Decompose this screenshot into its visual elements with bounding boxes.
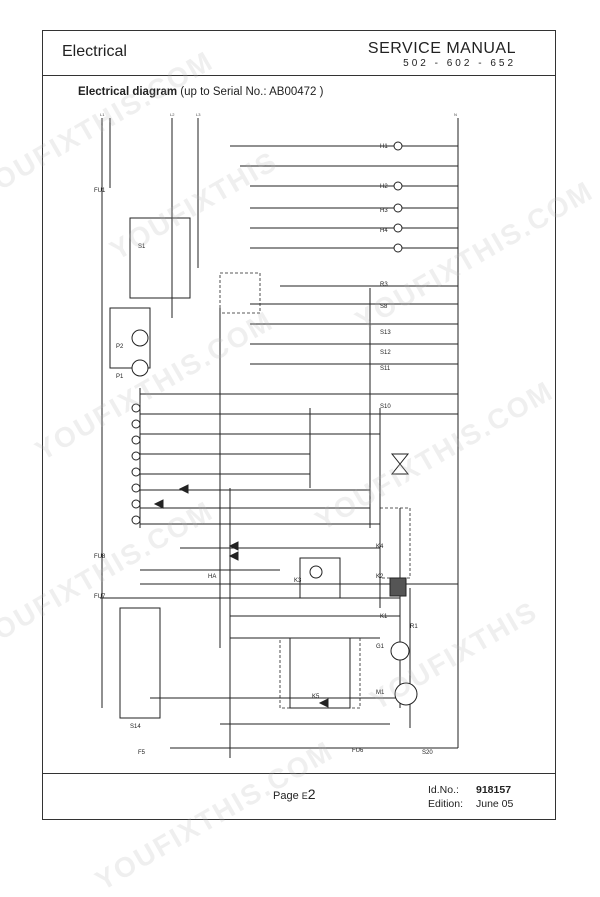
component-label: S10: [380, 404, 391, 410]
component-label: F5: [138, 750, 146, 756]
svg-text:L2: L2: [170, 112, 175, 117]
component-label: H1: [380, 144, 388, 150]
component-label: K4: [376, 544, 384, 550]
document-id-labels: Id.No.: Edition:: [428, 783, 463, 811]
document-id-values: 918157 June 05: [476, 783, 513, 811]
model-numbers: 502 - 602 - 652: [403, 58, 516, 69]
footer-divider: [42, 773, 556, 774]
id-value: 918157: [476, 783, 513, 797]
component-label: S13: [380, 330, 391, 336]
component-label: FU1: [94, 188, 106, 194]
page-number: Page E2: [273, 786, 316, 802]
id-value-text: 918157: [476, 784, 512, 796]
component-label: P1: [116, 374, 124, 380]
svg-text:L3: L3: [196, 112, 201, 117]
component-label: S12: [380, 350, 391, 356]
diagram-title-bold: Electrical diagram: [78, 86, 178, 98]
component-label: H4: [380, 228, 388, 234]
svg-text:L1: L1: [100, 112, 105, 117]
component-label: K3: [294, 578, 302, 584]
manual-title: SERVICE MANUAL: [367, 40, 516, 57]
component-label: M1: [376, 690, 385, 696]
page-prefix: Page: [273, 790, 302, 802]
component-label: S1: [138, 244, 146, 250]
edition-label: Edition:: [428, 798, 464, 810]
component-label: S14: [130, 724, 141, 730]
svg-text:N: N: [454, 112, 457, 117]
section-title: Electrical: [62, 43, 127, 60]
page-letter: E: [301, 791, 308, 801]
edition-value: June 05: [476, 798, 514, 810]
component-label: S8: [380, 304, 388, 310]
header-divider: [42, 75, 556, 76]
component-label: FU7: [94, 594, 106, 600]
component-label: G1: [376, 644, 385, 650]
component-label: HA: [208, 574, 216, 580]
id-label: Id.No.:: [428, 784, 459, 796]
component-label: P2: [116, 344, 124, 350]
component-label: FU6: [352, 748, 364, 754]
component-label: S20: [422, 750, 433, 756]
page-frame: [42, 30, 556, 820]
component-label: FU8: [94, 554, 106, 560]
component-label: R1: [410, 624, 418, 630]
component-label: H3: [380, 208, 388, 214]
component-label: R3: [380, 282, 388, 288]
component-label: H2: [380, 184, 388, 190]
component-label: K1: [380, 614, 388, 620]
component-label: K5: [312, 694, 320, 700]
diagram-title-serial: (up to Serial No.: AB00472 ): [177, 86, 324, 98]
component-label: S11: [380, 366, 391, 372]
diagram-title: Electrical diagram (up to Serial No.: AB…: [78, 86, 323, 98]
page-digit: 2: [307, 786, 316, 802]
component-label: K2: [376, 574, 384, 580]
